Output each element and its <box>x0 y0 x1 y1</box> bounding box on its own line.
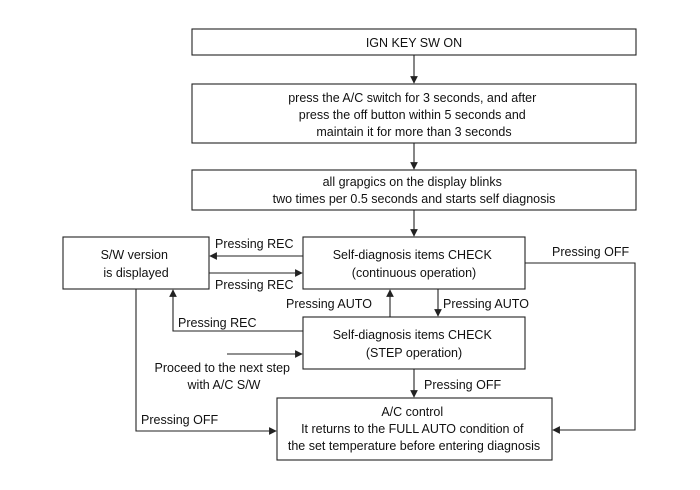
label-auto-down: Pressing AUTO <box>443 297 529 311</box>
ign-key-box <box>191 28 637 56</box>
ac-control-text: A/C control It returns to the FULL AUTO … <box>288 405 540 453</box>
label-next-step: Proceed to the next step with A/C S/W <box>155 361 294 392</box>
blinks-box <box>191 169 637 211</box>
label-rec-to-sw: Pressing REC <box>215 237 294 251</box>
arrow-off-right <box>525 262 636 434</box>
blinks-text: all grapgics on the display blinks two t… <box>273 175 556 206</box>
continuous-check-text: Self-diagnosis items CHECK (continuous o… <box>333 248 496 280</box>
label-rec-step-to-sw: Pressing REC <box>178 316 257 330</box>
ign-key-text: IGN KEY SW ON <box>366 36 462 50</box>
label-off-sw: Pressing OFF <box>141 413 218 427</box>
arrow-off-sw <box>135 289 277 435</box>
sw-version-box <box>62 236 210 290</box>
press-ac-box <box>191 83 637 144</box>
continuous-check-box <box>302 236 526 290</box>
label-auto-up: Pressing AUTO <box>286 297 372 311</box>
step-check-text: Self-diagnosis items CHECK (STEP operati… <box>333 328 496 360</box>
sw-version-text: S/W version is displayed <box>101 248 172 280</box>
ac-control-box <box>276 397 553 461</box>
press-ac-text: press the A/C switch for 3 seconds, and … <box>288 91 540 139</box>
step-check-box <box>302 316 526 370</box>
label-off-step: Pressing OFF <box>424 378 501 392</box>
label-rec-to-continuous: Pressing REC <box>215 278 294 292</box>
label-off-right: Pressing OFF <box>552 245 629 259</box>
arrow-rec-step-to-sw <box>169 289 303 332</box>
